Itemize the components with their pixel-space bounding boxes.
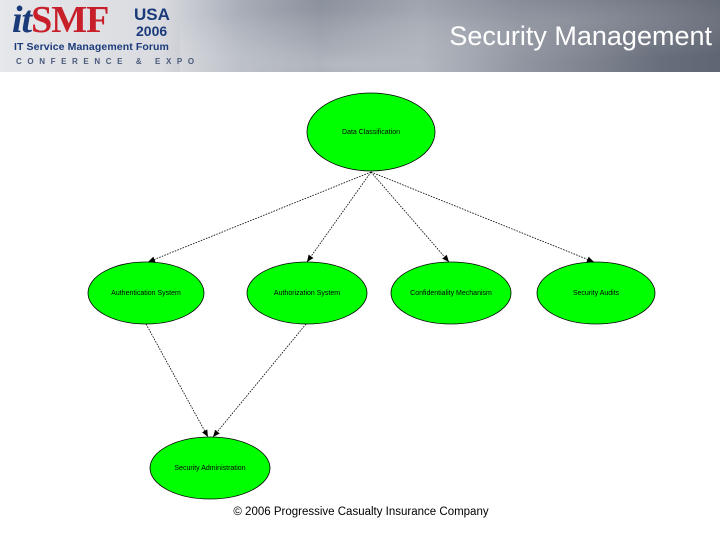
node-label-confidentiality-mechanism: Confidentiality Mechanism (410, 290, 492, 297)
node-label-authentication-system: Authentication System (111, 290, 181, 297)
node-label-authorization-system: Authorization System (274, 290, 340, 297)
edge-authorization-system-to-security-administration (213, 324, 306, 437)
edge-data-classification-to-authentication-system (148, 172, 371, 262)
edge-data-classification-to-confidentiality-mechanism (371, 172, 449, 262)
node-confidentiality-mechanism: Confidentiality Mechanism (391, 262, 511, 324)
edge-authentication-system-to-security-administration (146, 324, 208, 437)
node-label-security-audits: Security Audits (573, 290, 620, 297)
node-security-audits: Security Audits (537, 262, 655, 324)
edges-layer (146, 172, 594, 437)
node-security-administration: Security Administration (150, 437, 270, 499)
edge-data-classification-to-security-audits (371, 172, 594, 262)
node-authentication-system: Authentication System (88, 262, 204, 324)
node-label-security-administration: Security Administration (174, 465, 245, 472)
node-label-data-classification: Data Classification (342, 129, 400, 136)
node-data-classification: Data Classification (307, 93, 435, 171)
node-authorization-system: Authorization System (247, 262, 367, 324)
edge-data-classification-to-authorization-system (307, 172, 371, 262)
footer-copyright: © 2006 Progressive Casualty Insurance Co… (0, 506, 720, 518)
